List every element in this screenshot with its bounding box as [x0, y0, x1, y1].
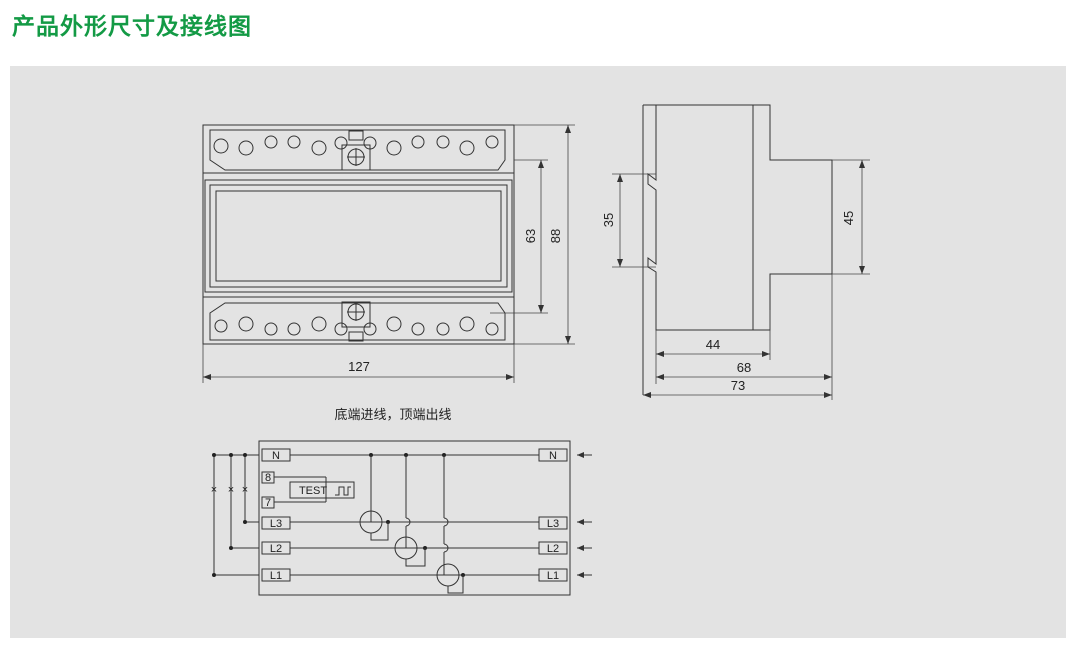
page-title: 产品外形尺寸及接线图	[12, 14, 252, 40]
svg-text:L2: L2	[547, 543, 559, 555]
top-screws	[213, 130, 499, 171]
dim-label-63: 63	[523, 229, 538, 243]
svg-text:N: N	[549, 450, 557, 462]
input-arrows	[577, 452, 592, 578]
bottom-screws	[214, 301, 499, 342]
display-window	[215, 190, 502, 282]
terminal-l3-right	[538, 516, 568, 530]
terminal-l2-right	[538, 541, 568, 555]
svg-text:7: 7	[265, 497, 271, 509]
svg-text:8: 8	[265, 472, 271, 484]
top-terminal-block	[209, 129, 506, 171]
front-body-outline	[202, 124, 515, 345]
svg-text:L3: L3	[270, 518, 282, 530]
svg-text:L1: L1	[547, 570, 559, 582]
svg-text:×: ×	[242, 484, 248, 496]
side-body-outline	[643, 104, 833, 331]
terminal-l3-left	[261, 516, 291, 530]
dim-label-44: 44	[706, 337, 720, 352]
dim-label-45: 45	[841, 211, 856, 225]
svg-text:L3: L3	[547, 518, 559, 530]
test-box	[289, 481, 355, 499]
dim-label-88: 88	[548, 229, 563, 243]
test-label: TEST	[299, 485, 327, 497]
dim-label-68: 68	[737, 360, 751, 375]
pulse-icon	[335, 486, 351, 496]
technical-drawing: 63 88 127 35 45 44	[202, 104, 870, 596]
diagram-panel: 63 88 127 35 45 44	[10, 66, 1066, 638]
meter-box	[258, 440, 571, 596]
dim-label-127: 127	[348, 359, 370, 374]
svg-text:L2: L2	[270, 543, 282, 555]
display-frame	[204, 179, 513, 293]
bottom-terminal-block	[209, 302, 506, 341]
dim-label-73: 73	[731, 378, 745, 393]
terminal-n-right	[538, 448, 568, 462]
svg-text:×: ×	[211, 484, 217, 496]
terminal-l1-right	[538, 568, 568, 582]
dim-label-35: 35	[601, 213, 616, 227]
front-view: 63 88 127	[202, 124, 575, 383]
wiring-diagram: 底端进线，顶端出线 × × × N 8 7 L3 L2 L1	[211, 407, 592, 596]
svg-text:N: N	[272, 450, 280, 462]
wiring-caption: 底端进线，顶端出线	[334, 407, 451, 422]
side-view: 35 45 44 68 73	[601, 104, 870, 400]
svg-text:×: ×	[228, 484, 234, 496]
svg-text:L1: L1	[270, 570, 282, 582]
